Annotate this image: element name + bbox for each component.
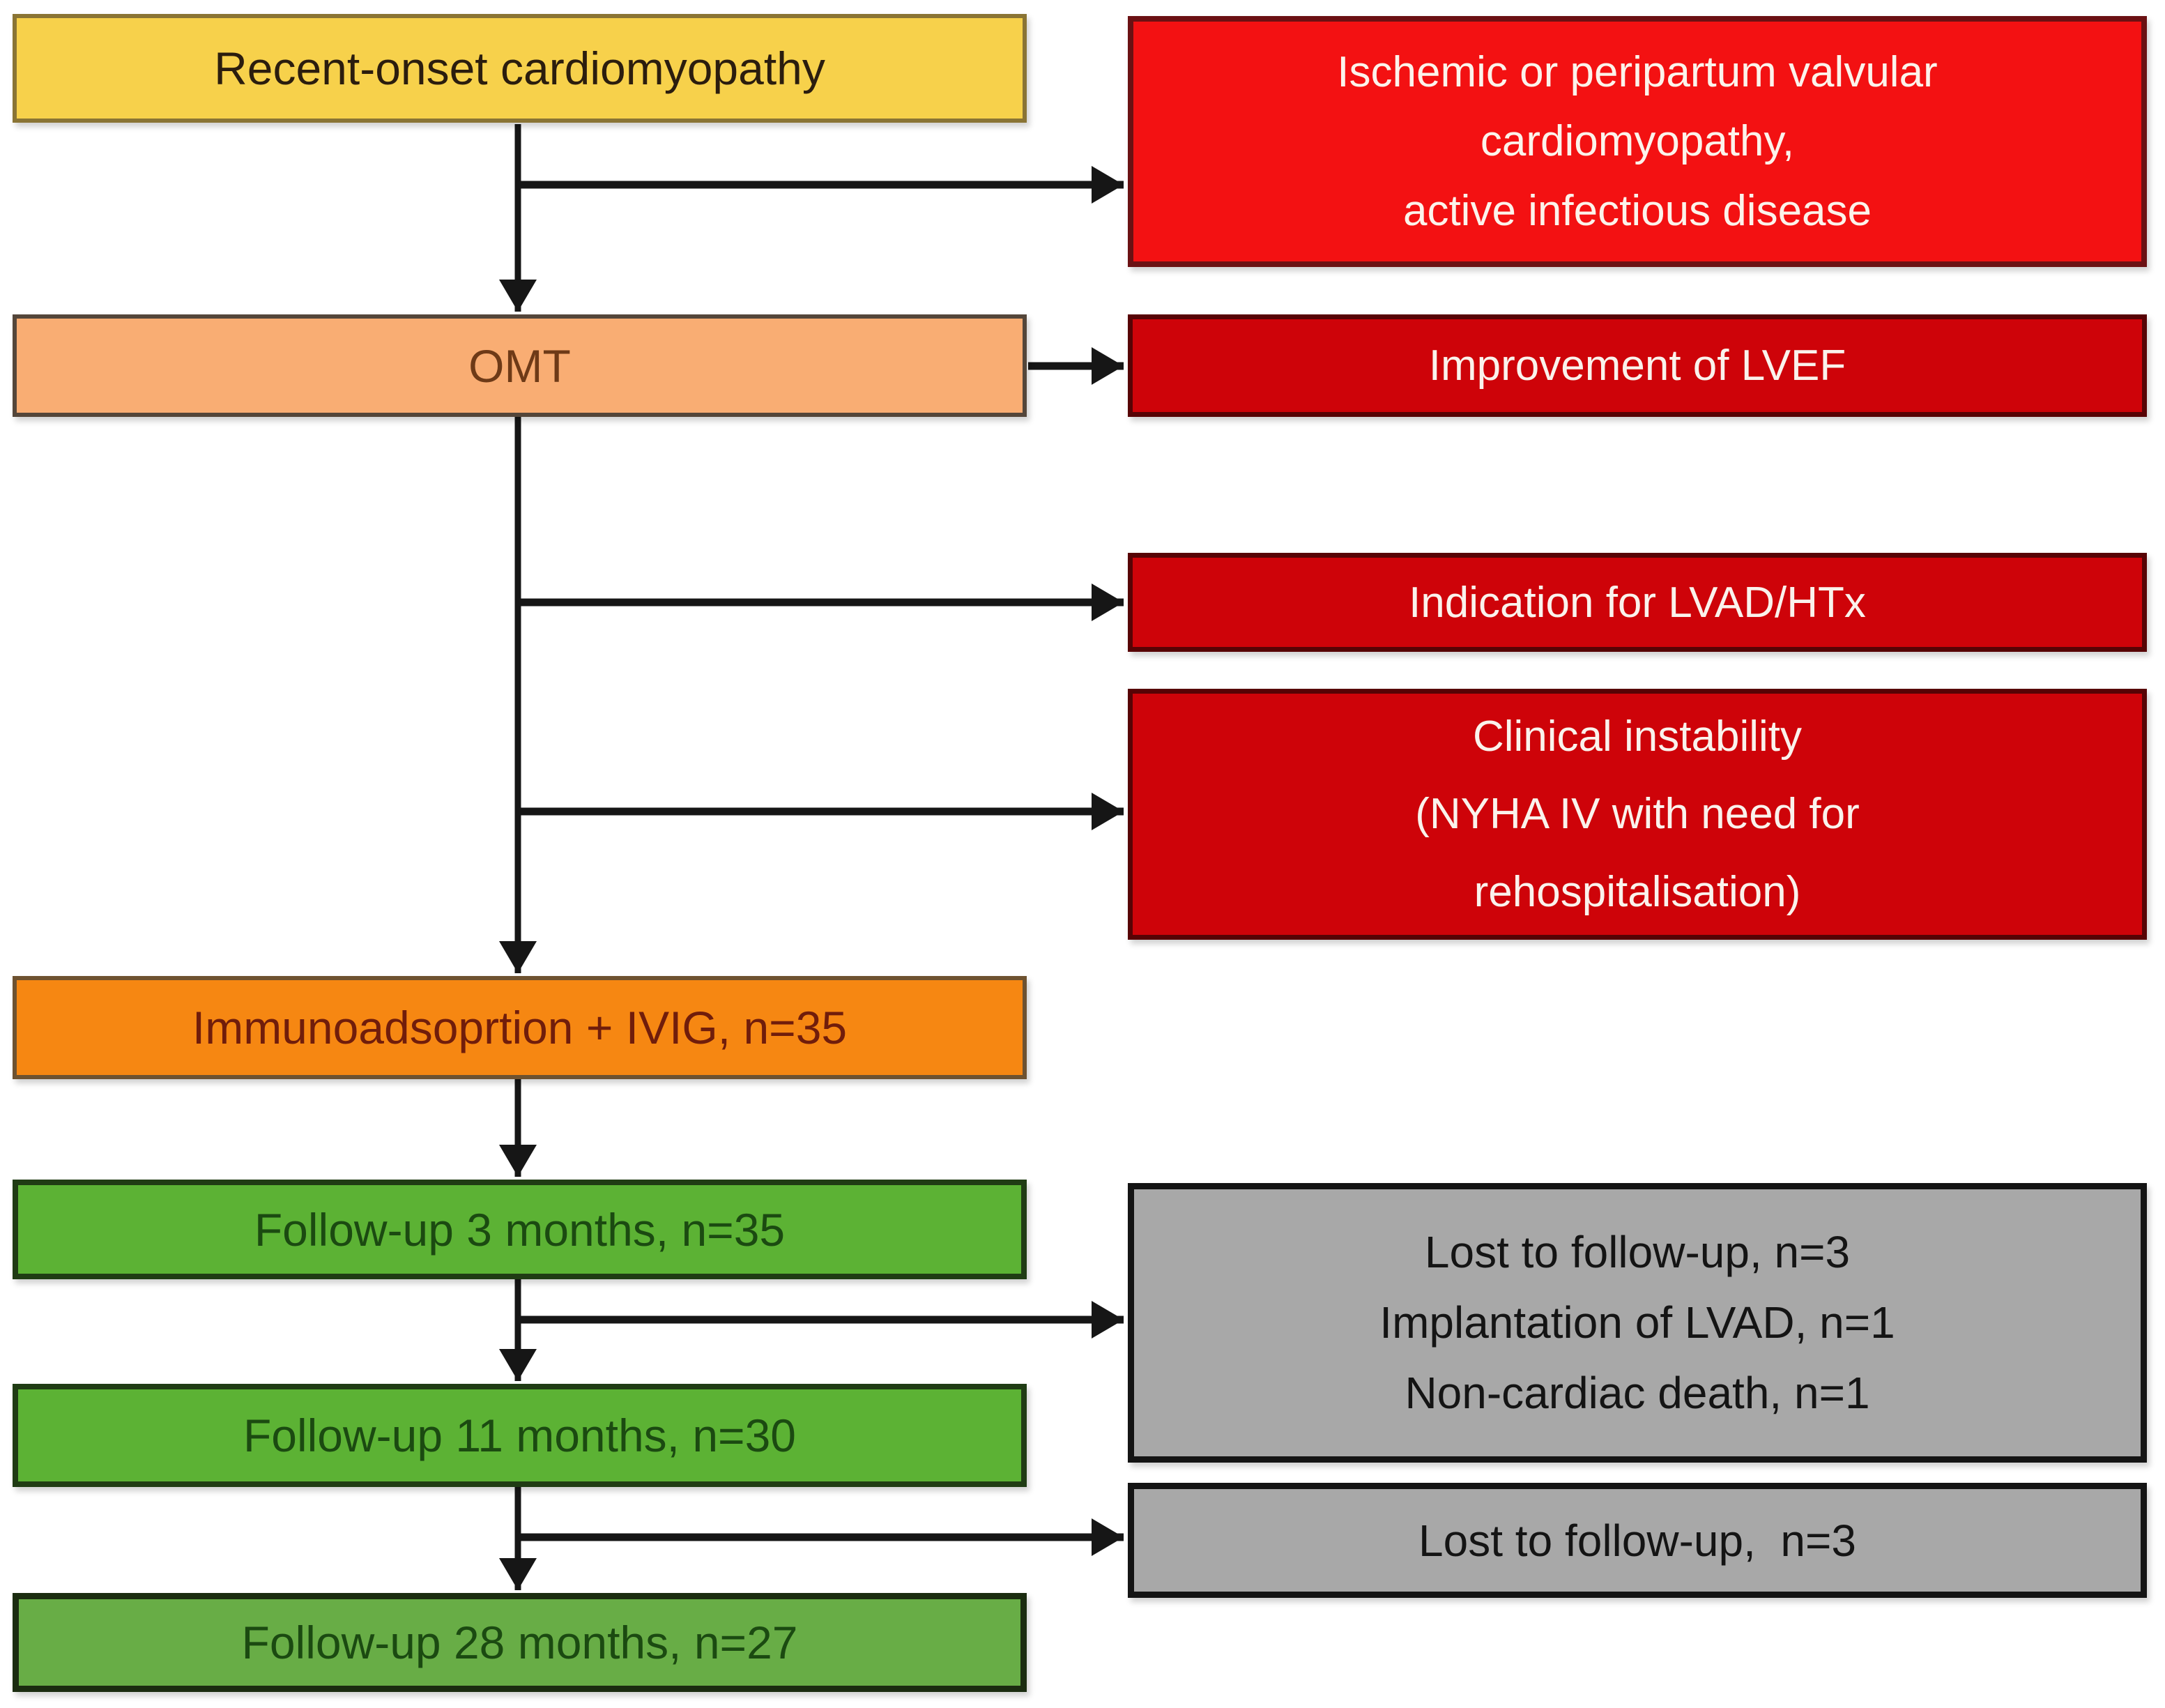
- immunoadsorption-ivig-label: Immunoadsoprtion + IVIG, n=35: [192, 1002, 848, 1053]
- dropouts-11-to-28-months-label: Lost to follow-up, n=3: [1418, 1515, 1856, 1566]
- node-recent-onset-cardiomyopathy: Recent-onset cardiomyopathy: [13, 14, 1027, 123]
- node-followup-3-months: Follow-up 3 months, n=35: [13, 1180, 1027, 1279]
- clinical-instability-label: Clinical instability (NYHA IV with need …: [1415, 712, 1860, 916]
- followup-11-months-label: Follow-up 11 months, n=30: [243, 1410, 797, 1461]
- improvement-of-lvef-label: Improvement of LVEF: [1428, 342, 1846, 390]
- exclusion-criteria-label: Ischemic or peripartum valvular cardiomy…: [1337, 48, 1938, 235]
- recent-onset-label: Recent-onset cardiomyopathy: [214, 43, 825, 94]
- node-indication-for-lvad-htx: Indication for LVAD/HTx: [1128, 553, 2147, 652]
- followup-28-months-label: Follow-up 28 months, n=27: [241, 1617, 798, 1668]
- omt-label: OMT: [468, 340, 571, 392]
- indication-for-lvad-htx-label: Indication for LVAD/HTx: [1409, 578, 1866, 627]
- node-exclusion-criteria: Ischemic or peripartum valvular cardiomy…: [1128, 16, 2147, 267]
- followup-3-months-label: Follow-up 3 months, n=35: [254, 1203, 786, 1256]
- node-dropouts-11-to-28-months: Lost to follow-up, n=3: [1128, 1483, 2147, 1598]
- node-followup-11-months: Follow-up 11 months, n=30: [13, 1384, 1027, 1487]
- node-immunoadsorption-ivig: Immunoadsoprtion + IVIG, n=35: [13, 976, 1027, 1079]
- node-improvement-of-lvef: Improvement of LVEF: [1128, 314, 2147, 417]
- node-dropouts-3-to-11-months: Lost to follow-up, n=3 Implantation of L…: [1128, 1183, 2147, 1463]
- dropouts-3-to-11-months-label: Lost to follow-up, n=3 Implantation of L…: [1379, 1226, 1895, 1419]
- node-omt: OMT: [13, 314, 1027, 417]
- node-clinical-instability: Clinical instability (NYHA IV with need …: [1128, 689, 2147, 940]
- node-followup-28-months: Follow-up 28 months, n=27: [13, 1593, 1027, 1692]
